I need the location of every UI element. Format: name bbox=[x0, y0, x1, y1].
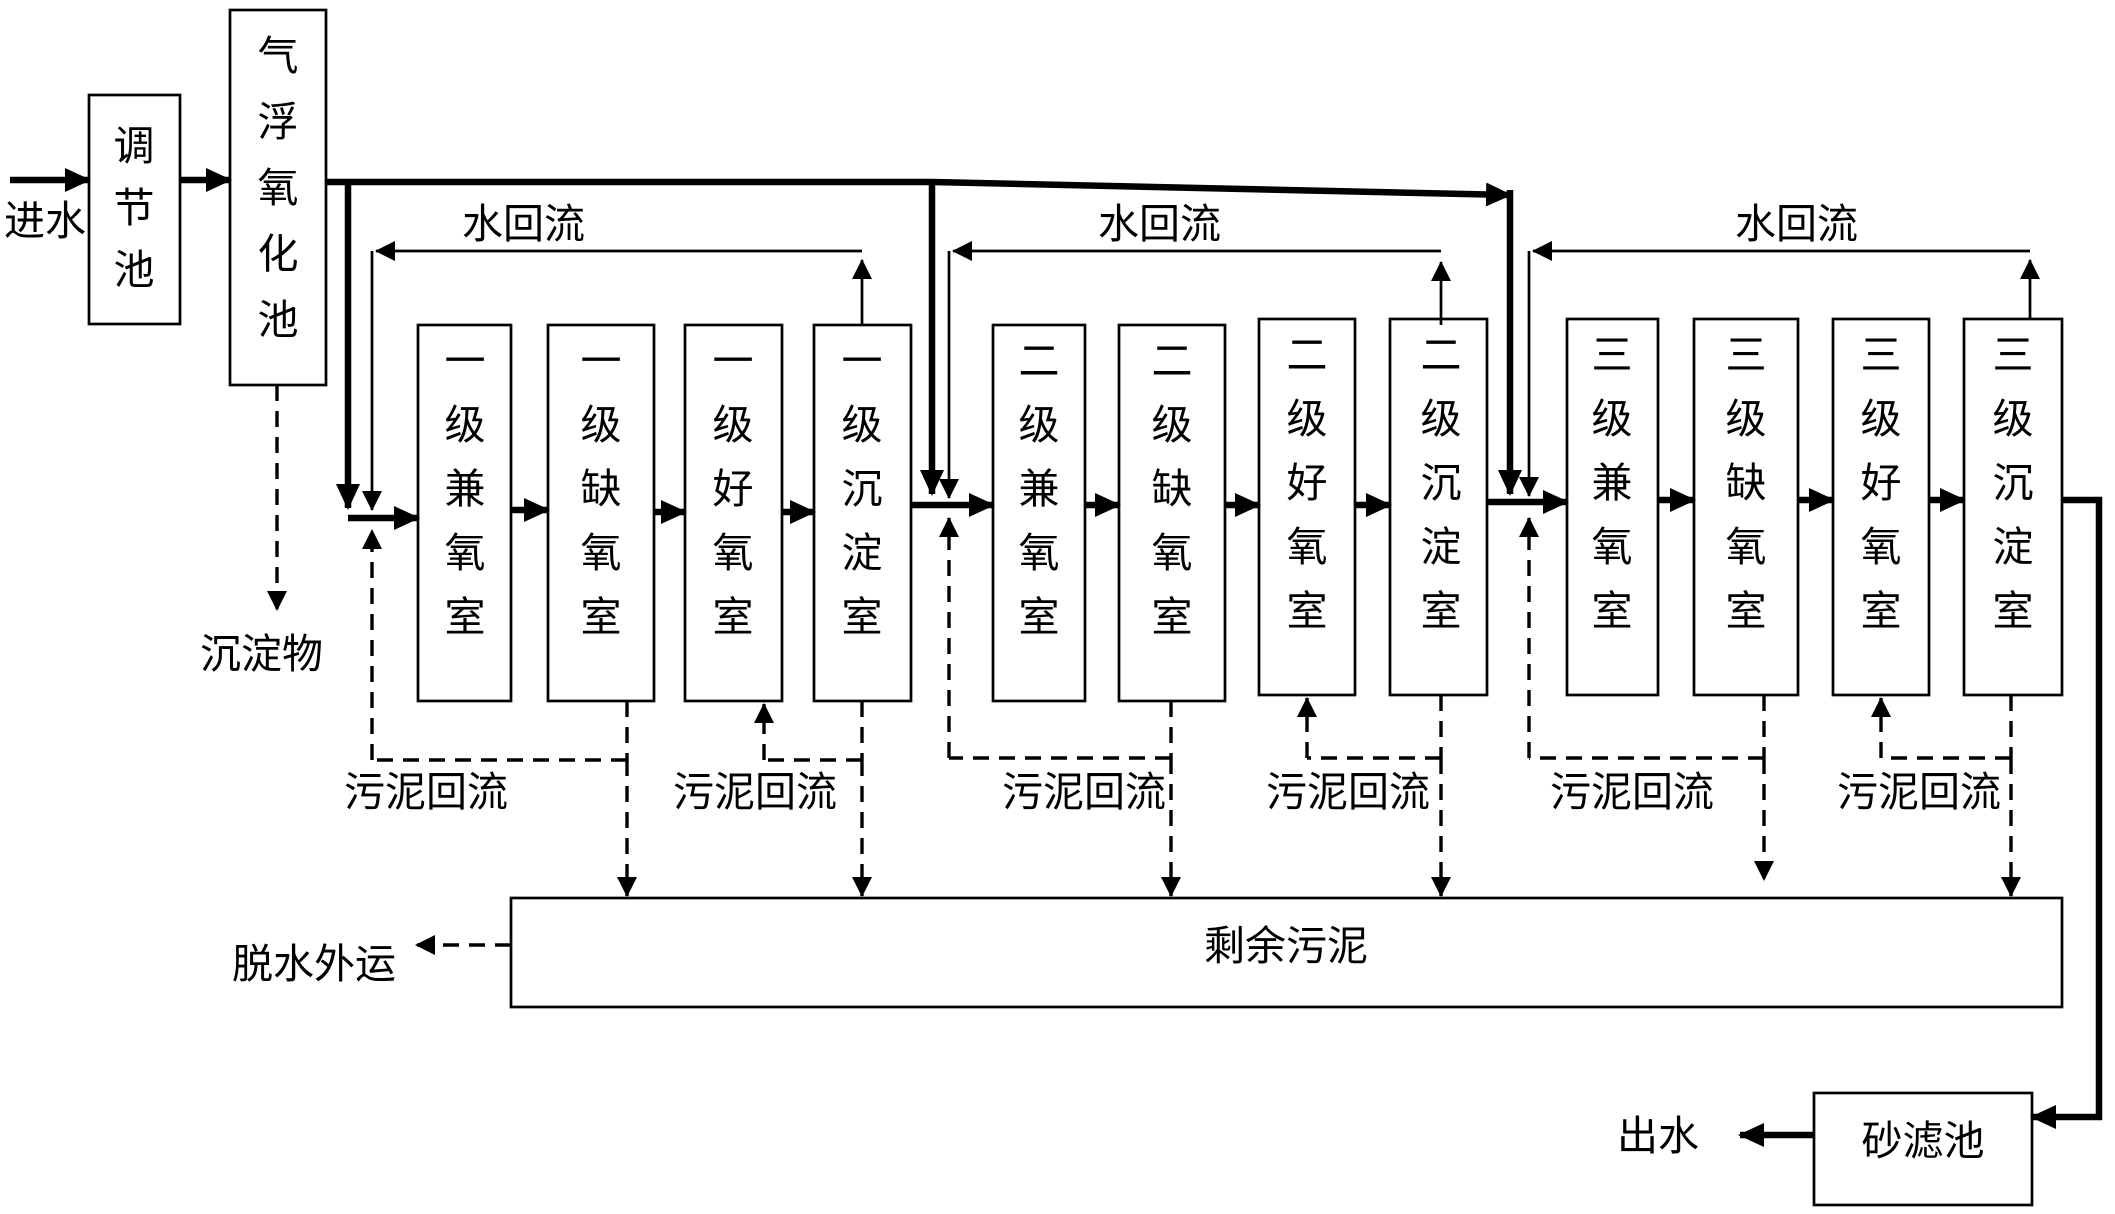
sediment-label: 沉淀物 bbox=[200, 630, 323, 678]
chamber-label-1-1: 一级兼氧室 bbox=[445, 337, 486, 641]
water-reflux-label-2: 水回流 bbox=[1098, 200, 1221, 248]
chamber-box-1-3 bbox=[683, 323, 784, 703]
chamber-label-2-1: 二级兼氧室 bbox=[1019, 337, 1060, 641]
chamber-label-1-3: 一级好氧室 bbox=[713, 337, 754, 641]
sludge-reflux-label-3-2: 污泥回流 bbox=[1837, 768, 2001, 816]
outlet-label: 出水 bbox=[1617, 1112, 1699, 1160]
chamber-label-2-3: 二级好氧室 bbox=[1287, 331, 1328, 635]
chamber-label-1-2: 一级缺氧室 bbox=[581, 337, 622, 641]
excess-sludge-box bbox=[509, 896, 2064, 1009]
chamber-box-3-2 bbox=[1692, 317, 1800, 697]
sludge-reflux-label-3-1: 污泥回流 bbox=[1550, 768, 1714, 816]
air-flotation-tank-box bbox=[228, 8, 328, 387]
excess-sludge-label: 剩余污泥 bbox=[1204, 922, 1368, 970]
sludge-dashed-lines bbox=[267, 385, 2021, 955]
sludge-reflux-label-1-2: 污泥回流 bbox=[673, 768, 837, 816]
sludge-reflux-label-1-1: 污泥回流 bbox=[344, 768, 508, 816]
chamber-label-3-1: 三级兼氧室 bbox=[1592, 331, 1633, 635]
regulating-tank-box bbox=[87, 93, 182, 326]
water-reflux-label-3: 水回流 bbox=[1735, 200, 1858, 248]
water-reflux-label-1: 水回流 bbox=[462, 200, 585, 248]
chamber-label-3-3: 三级好氧室 bbox=[1861, 331, 1902, 635]
sludge-reflux-label-2-1: 污泥回流 bbox=[1002, 768, 1166, 816]
chamber-label-3-4: 三级沉淀室 bbox=[1993, 331, 2034, 635]
chamber-box-2-4 bbox=[1388, 317, 1489, 697]
sand-filter-box bbox=[1812, 1091, 2034, 1207]
chamber-box-3-3 bbox=[1831, 317, 1931, 697]
sludge-reflux-label-2-2: 污泥回流 bbox=[1266, 768, 1430, 816]
chamber-label-2-2: 二级缺氧室 bbox=[1152, 337, 1193, 641]
chamber-box-3-4 bbox=[1962, 317, 2064, 697]
water-reflux-lines bbox=[362, 241, 2040, 511]
chamber-box-3-1 bbox=[1565, 317, 1660, 697]
air-flotation-tank-label: 气浮氧化池 bbox=[258, 32, 299, 344]
main-flow-lines bbox=[10, 168, 2103, 1147]
sand-filter-label: 砂滤池 bbox=[1862, 1117, 1985, 1165]
regulating-tank-label: 调节池 bbox=[114, 122, 155, 294]
chamber-label-1-4: 一级沉淀室 bbox=[842, 337, 883, 641]
chamber-label-2-4: 二级沉淀室 bbox=[1421, 331, 1462, 635]
chamber-box-2-1 bbox=[991, 323, 1087, 703]
dewater-transport-label: 脱水外运 bbox=[232, 940, 396, 988]
chamber-box-1-1 bbox=[416, 323, 513, 703]
inlet-label: 进水 bbox=[4, 197, 86, 245]
chamber-label-3-2: 三级缺氧室 bbox=[1726, 331, 1767, 635]
